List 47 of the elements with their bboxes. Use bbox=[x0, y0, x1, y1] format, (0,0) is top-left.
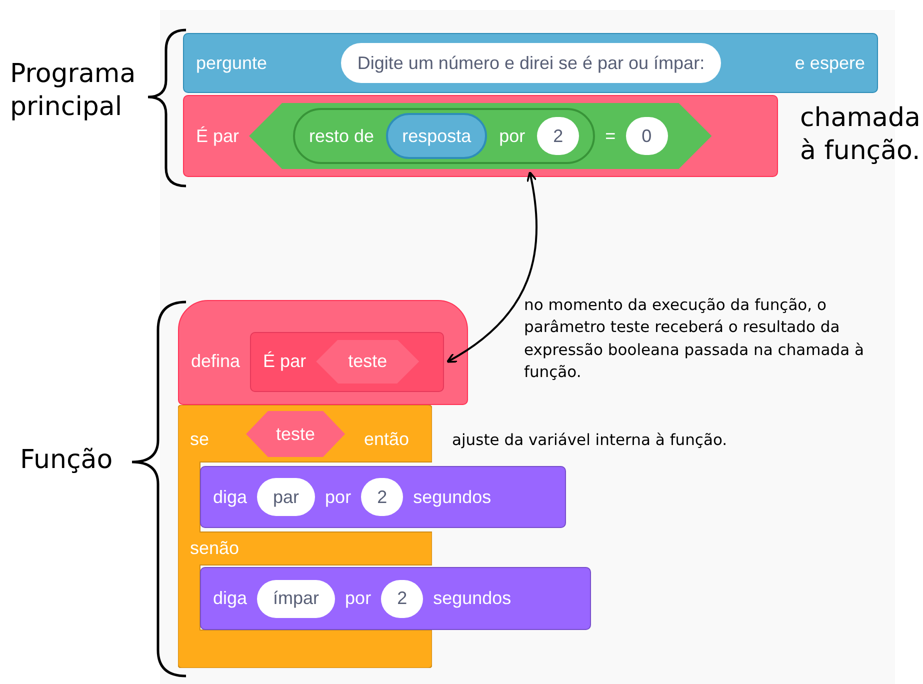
command-block bbox=[183, 33, 878, 93]
block-text: diga bbox=[213, 588, 248, 609]
block-text: então bbox=[364, 429, 410, 450]
block-text: teste bbox=[348, 351, 388, 372]
number-input-slot bbox=[626, 117, 668, 155]
custom-block bbox=[183, 95, 778, 177]
block-text: diga bbox=[213, 486, 248, 508]
block-text: 2 bbox=[397, 588, 408, 609]
block-text: teste bbox=[276, 424, 316, 444]
block-text: É par bbox=[196, 126, 240, 146]
block-text: se bbox=[190, 429, 210, 450]
prototype-block bbox=[250, 332, 444, 392]
block-text: ímpar bbox=[273, 588, 320, 609]
double-arrow bbox=[446, 171, 538, 363]
reporter-block bbox=[386, 113, 488, 159]
block-text: resposta bbox=[402, 126, 472, 146]
annotation-text: ajuste da variável interna à função. bbox=[452, 431, 728, 449]
block-text: Digite um número e direi se é par ou ímpar: bbox=[357, 52, 705, 74]
section-label: Função bbox=[20, 445, 113, 475]
command-block bbox=[200, 466, 566, 528]
section-label: Programa principal bbox=[10, 58, 137, 123]
define-hat-block bbox=[178, 300, 468, 405]
number-input-slot bbox=[361, 478, 404, 516]
block-text: senão bbox=[190, 538, 240, 559]
text-input-slot bbox=[257, 478, 316, 516]
block-text: segundos bbox=[433, 588, 512, 609]
block-text: 2 bbox=[377, 486, 388, 508]
block-text: e espere bbox=[794, 52, 865, 74]
block-text: = bbox=[605, 126, 616, 146]
block-text: pergunte bbox=[196, 52, 268, 74]
number-input-slot bbox=[537, 117, 580, 155]
block-text: par bbox=[273, 486, 300, 508]
block-text: 0 bbox=[642, 126, 652, 146]
block-text: segundos bbox=[413, 486, 492, 508]
text-input-slot bbox=[257, 580, 336, 618]
number-input-slot bbox=[381, 580, 424, 618]
annotation-text: no momento da execução da função, o parâmetro teste receberá o resultado da expressão booleana passada na chamada à função. bbox=[524, 295, 866, 384]
block-text: É par bbox=[263, 351, 306, 372]
command-block bbox=[200, 567, 591, 630]
block-text: por bbox=[325, 486, 352, 508]
block-text: resto de bbox=[309, 126, 374, 146]
block-text: 2 bbox=[553, 126, 564, 146]
block-text: por bbox=[499, 126, 526, 146]
block-text: defina bbox=[191, 351, 240, 372]
text-input-slot bbox=[341, 43, 721, 83]
block-text: por bbox=[345, 588, 372, 609]
annotation-text: chamada à função. bbox=[800, 102, 922, 167]
